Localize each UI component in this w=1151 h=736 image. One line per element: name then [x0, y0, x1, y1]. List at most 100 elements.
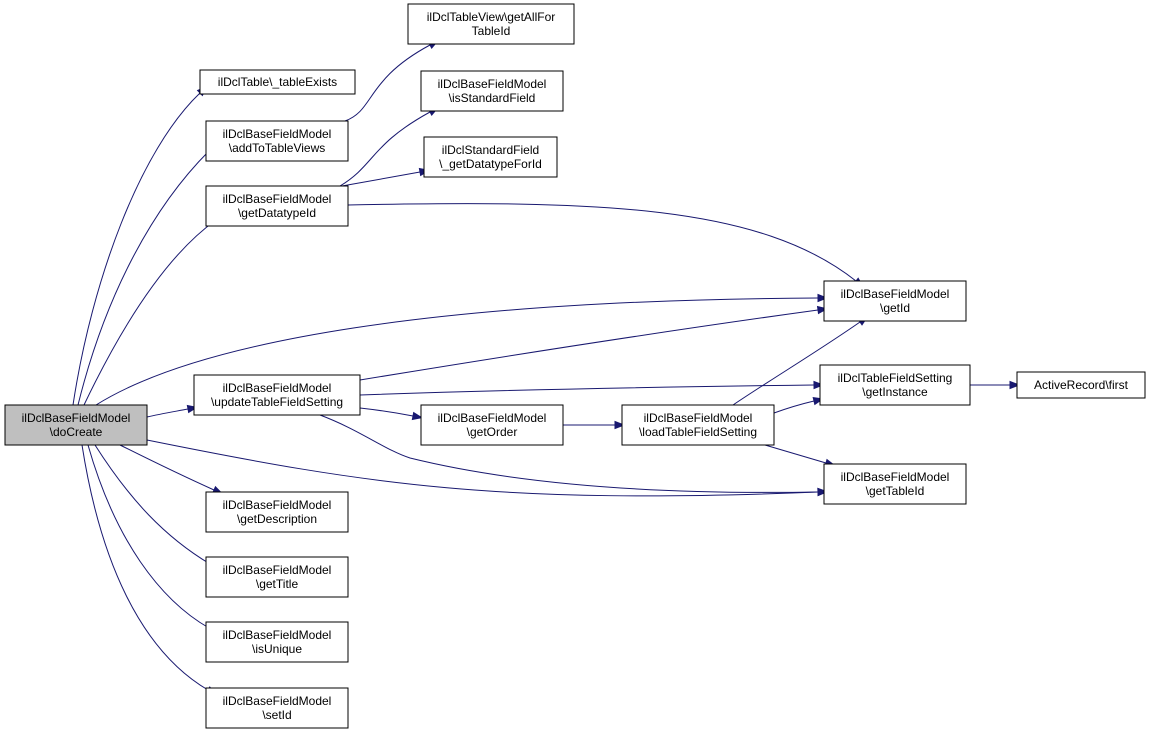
edge-line — [81, 444, 209, 691]
node-addToTableViews[interactable]: ilDclBaseFieldModel\addToTableViews — [205, 120, 349, 162]
node-label: \isUnique — [252, 642, 302, 656]
node-label: ilDclBaseFieldModel — [644, 411, 753, 425]
node-label: \isStandardField — [449, 91, 536, 105]
node-box — [1016, 371, 1146, 399]
node-getDatatypeForId[interactable]: ilDclStandardField\_getDatatypeForId — [423, 136, 558, 178]
node-label: ilDclBaseFieldModel — [223, 127, 332, 141]
edge-arrowhead — [411, 411, 424, 421]
node-box — [420, 404, 564, 446]
edge-line — [95, 297, 819, 406]
node-getTitle[interactable]: ilDclBaseFieldModel\getTitle — [205, 556, 349, 598]
node-tableExists[interactable]: ilDclTable\_tableExists — [199, 69, 356, 95]
node-label: \setId — [262, 708, 291, 722]
node-label: \getOrder — [467, 425, 518, 439]
edge-line — [359, 309, 819, 381]
node-label: ActiveRecord\first — [1034, 378, 1129, 392]
node-box — [819, 364, 971, 406]
node-label: ilDclBaseFieldModel — [223, 381, 332, 395]
edge-doCreate-to-addToTableViews — [77, 143, 217, 406]
node-loadTableFieldSetting[interactable]: ilDclBaseFieldModel\loadTableFieldSettin… — [621, 404, 775, 446]
edge-line — [732, 321, 861, 406]
node-label: ilDclTableView\getAllFor — [427, 10, 556, 24]
node-box — [423, 136, 558, 178]
edge-getDatatypeId-to-getId — [347, 203, 865, 288]
edge-line — [339, 111, 431, 187]
node-label: ilDclBaseFieldModel — [223, 498, 332, 512]
node-label: ilDclBaseFieldModel — [438, 411, 547, 425]
node-label: TableId — [472, 24, 511, 38]
node-box — [407, 3, 575, 45]
edge-line — [341, 171, 421, 187]
node-label: \addToTableViews — [229, 141, 326, 155]
edge-arrowhead — [817, 487, 829, 497]
node-label: \doCreate — [50, 425, 103, 439]
node-getDatatypeId[interactable]: ilDclBaseFieldModel\getDatatypeId — [205, 185, 349, 227]
edge-arrowhead — [817, 293, 829, 303]
edge-line — [146, 439, 819, 497]
edge-line — [83, 219, 217, 406]
edge-arrowhead — [813, 380, 825, 390]
node-getOrder[interactable]: ilDclBaseFieldModel\getOrder — [420, 404, 564, 446]
node-box — [205, 621, 349, 663]
node-doCreate[interactable]: ilDclBaseFieldModel\doCreate — [4, 404, 148, 446]
node-label: \_getDatatypeForId — [439, 157, 542, 171]
node-label: \getTitle — [256, 577, 299, 591]
node-box — [205, 687, 349, 729]
node-isStandardField[interactable]: ilDclBaseFieldModel\isStandardField — [420, 70, 564, 112]
edge-loadTableFieldSetting-to-getInstance — [773, 396, 825, 414]
node-isUnique[interactable]: ilDclBaseFieldModel\isUnique — [205, 621, 349, 663]
edge-loadTableFieldSetting-to-getTableId — [764, 444, 836, 467]
node-getTableId[interactable]: ilDclBaseFieldModel\getTableId — [823, 463, 967, 505]
edge-doCreate-to-getTitle — [94, 444, 219, 570]
edge-doCreate-to-updateTableFieldSetting — [146, 404, 199, 418]
edge-line — [347, 203, 857, 282]
node-box — [193, 374, 361, 416]
node-label: ilDclBaseFieldModel — [22, 411, 131, 425]
node-label: \loadTableFieldSetting — [639, 425, 757, 439]
node-label: \getId — [880, 301, 910, 315]
node-label: ilDclBaseFieldModel — [223, 628, 332, 642]
edge-line — [319, 414, 819, 493]
node-label: ilDclBaseFieldModel — [438, 77, 547, 91]
node-label: ilDclStandardField — [442, 143, 539, 157]
node-updateTableFieldSetting[interactable]: ilDclBaseFieldModel\updateTableFieldSett… — [193, 374, 361, 416]
node-label: ilDclBaseFieldModel — [841, 287, 950, 301]
node-box — [205, 185, 349, 227]
edge-updateTableFieldSetting-to-getOrder — [359, 407, 424, 421]
node-label: \getTableId — [866, 484, 925, 498]
node-label: \getDatatypeId — [238, 206, 316, 220]
node-label: \getInstance — [862, 385, 928, 399]
edge-doCreate-to-getTableId — [146, 439, 829, 497]
edge-getDatatypeId-to-getDatatypeForId — [341, 167, 431, 187]
node-getInstance[interactable]: ilDclTableFieldSetting\getInstance — [819, 364, 971, 406]
node-box — [823, 463, 967, 505]
edge-getInstance-to-first — [970, 380, 1021, 390]
node-box — [205, 491, 349, 533]
edge-line — [119, 444, 215, 491]
node-getId[interactable]: ilDclBaseFieldModel\getId — [823, 280, 967, 322]
node-label: ilDclBaseFieldModel — [223, 563, 332, 577]
edge-doCreate-to-setId — [81, 444, 217, 696]
node-label: ilDclBaseFieldModel — [223, 192, 332, 206]
node-first[interactable]: ActiveRecord\first — [1016, 371, 1146, 399]
node-label: \getDescription — [237, 512, 317, 526]
edge-line — [146, 408, 189, 418]
edge-line — [359, 384, 815, 396]
edge-line — [359, 407, 414, 417]
node-setId[interactable]: ilDclBaseFieldModel\setId — [205, 687, 349, 729]
edge-line — [94, 444, 211, 565]
node-getDescription[interactable]: ilDclBaseFieldModel\getDescription — [205, 491, 349, 533]
node-box — [420, 70, 564, 112]
node-box — [4, 404, 148, 446]
edge-doCreate-to-getId — [95, 293, 829, 406]
node-label: ilDclBaseFieldModel — [223, 694, 332, 708]
node-box — [823, 280, 967, 322]
node-label: \updateTableFieldSetting — [211, 395, 343, 409]
node-box — [199, 69, 356, 95]
edge-line — [773, 400, 815, 414]
edge-updateTableFieldSetting-to-getTableId — [319, 414, 829, 497]
node-label: ilDclTable\_tableExists — [218, 75, 337, 89]
